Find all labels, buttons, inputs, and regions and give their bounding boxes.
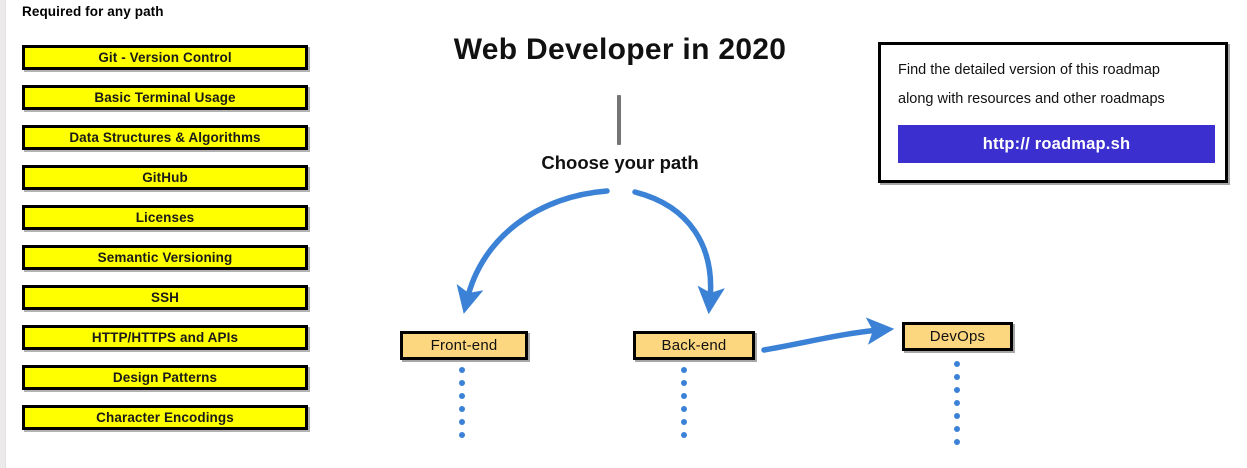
- info-card-line-2: along with resources and other roadmaps: [898, 91, 1165, 107]
- required-item-label: Character Encodings: [96, 409, 234, 425]
- required-item-label: HTTP/HTTPS and APIs: [91, 329, 239, 345]
- required-item-licenses[interactable]: Licenses: [22, 205, 308, 230]
- required-item-http-apis[interactable]: HTTP/HTTPS and APIs: [22, 325, 308, 350]
- roadmap-sh-link-button[interactable]: http:// roadmap.sh: [898, 125, 1215, 163]
- choose-your-path-label: Choose your path: [541, 152, 699, 173]
- path-box-label: Back-end: [661, 337, 727, 354]
- required-item-semver[interactable]: Semantic Versioning: [22, 245, 308, 270]
- roadmap-sh-link-label: http:// roadmap.sh: [982, 134, 1131, 153]
- path-box-front-end[interactable]: Front-end: [400, 331, 528, 360]
- title-stem-line: [617, 95, 621, 145]
- required-item-label: Basic Terminal Usage: [94, 89, 236, 105]
- required-section-header: Required for any path: [22, 4, 164, 19]
- required-item-character-encodings[interactable]: Character Encodings: [22, 405, 308, 430]
- path-box-label: Front-end: [430, 337, 498, 354]
- required-item-label: Design Patterns: [112, 369, 218, 385]
- required-item-label: Git - Version Control: [98, 49, 232, 65]
- path-box-devops[interactable]: DevOps: [902, 322, 1013, 351]
- required-item-git[interactable]: Git - Version Control: [22, 45, 308, 70]
- required-item-label: Semantic Versioning: [97, 249, 233, 265]
- arrow-to-backend: [632, 189, 725, 315]
- dotted-trail-front-end: [459, 367, 465, 445]
- page-edge-strip: [0, 0, 6, 468]
- required-item-label: Data Structures & Algorithms: [69, 129, 261, 145]
- path-box-back-end[interactable]: Back-end: [633, 331, 755, 360]
- required-item-label: Licenses: [135, 209, 195, 225]
- required-item-dsa[interactable]: Data Structures & Algorithms: [22, 125, 308, 150]
- required-item-github[interactable]: GitHub: [22, 165, 308, 190]
- required-items-list: Git - Version Control Basic Terminal Usa…: [22, 45, 308, 445]
- arrow-to-frontend: [456, 188, 610, 314]
- path-box-label: DevOps: [929, 328, 986, 345]
- required-item-design-patterns[interactable]: Design Patterns: [22, 365, 308, 390]
- required-item-terminal[interactable]: Basic Terminal Usage: [22, 85, 308, 110]
- roadmap-info-card: Find the detailed version of this roadma…: [878, 42, 1228, 183]
- arrow-backend-to-devops: [761, 317, 895, 353]
- dotted-trail-devops: [954, 361, 960, 452]
- dotted-trail-back-end: [681, 367, 687, 445]
- page-title: Web Developer in 2020: [453, 33, 787, 66]
- required-item-label: SSH: [150, 289, 180, 305]
- required-item-label: GitHub: [142, 169, 188, 185]
- required-item-ssh[interactable]: SSH: [22, 285, 308, 310]
- info-card-line-1: Find the detailed version of this roadma…: [898, 62, 1160, 78]
